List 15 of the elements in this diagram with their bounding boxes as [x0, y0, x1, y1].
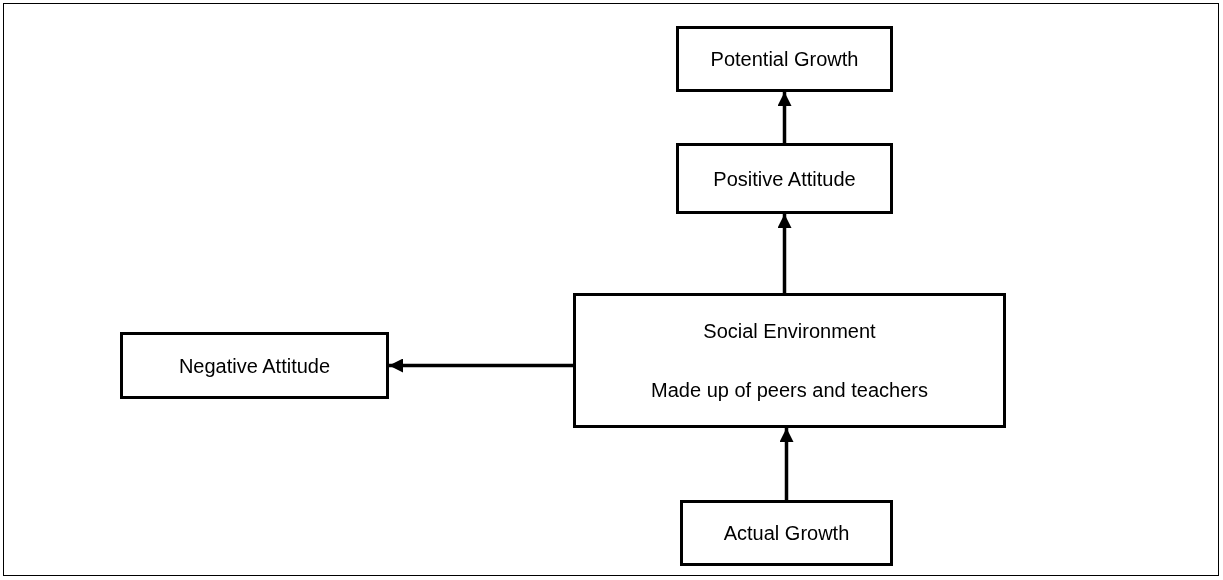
box-title: Negative Attitude	[178, 353, 331, 378]
process-box	[120, 332, 389, 399]
arrow	[779, 428, 794, 500]
box-title: Potential Growth	[710, 47, 859, 71]
box-title: Actual Growth	[723, 521, 850, 545]
process-box	[680, 500, 893, 566]
box-title: Positive Attitude	[713, 166, 856, 191]
arrow	[777, 92, 792, 143]
box-description: Made up of peers and teachers	[651, 377, 928, 402]
arrow	[389, 358, 573, 373]
process-box	[676, 143, 893, 214]
arrow	[777, 214, 792, 293]
box-title: Social Environment	[703, 319, 876, 344]
process-box	[573, 293, 1006, 428]
process-box	[676, 26, 893, 92]
